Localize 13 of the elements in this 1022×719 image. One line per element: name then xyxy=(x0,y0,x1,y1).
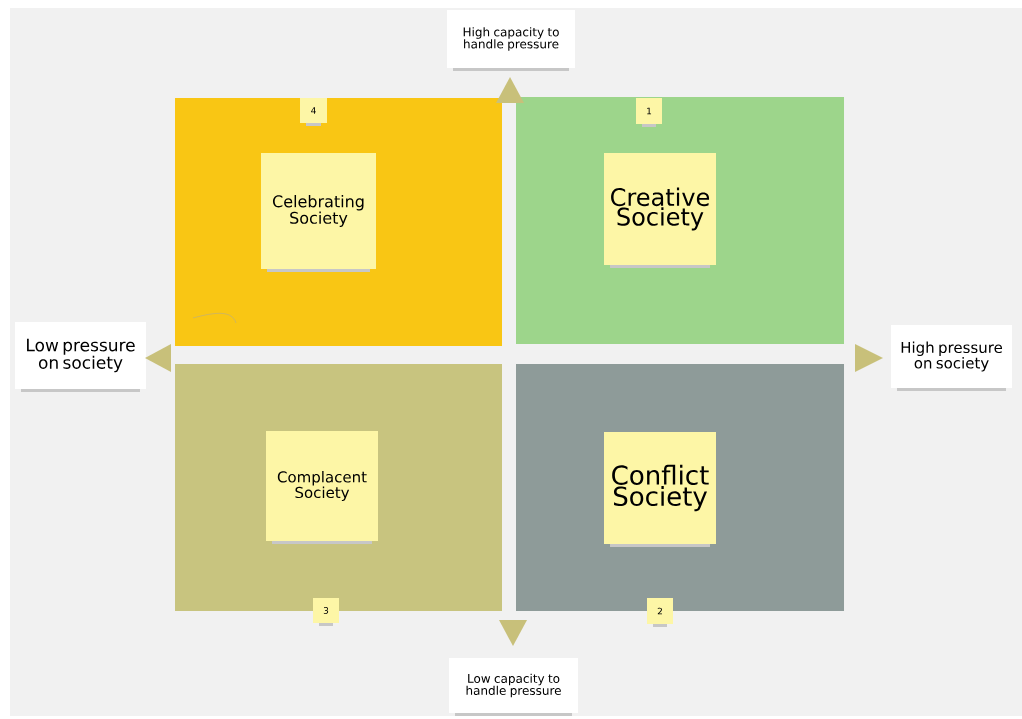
sticky-note: Creative Society xyxy=(604,153,716,268)
number-note: 2 xyxy=(647,598,673,627)
sticky-note: Celebrating Society xyxy=(261,153,376,272)
number-note: 3 xyxy=(313,598,339,626)
node-label: High capacity to handle pressure xyxy=(463,27,559,51)
axis-label-card: High capacity to handle pressure xyxy=(447,10,575,71)
number-note: 4 xyxy=(300,98,327,126)
sticky-note: Conflict Society xyxy=(604,432,716,547)
axis-label-card: High pressure on society xyxy=(891,325,1012,391)
number-note: 1 xyxy=(636,98,662,127)
sticky-note: Complacent Society xyxy=(266,431,378,544)
axis-label-card: Low capacity to handle pressure xyxy=(449,658,578,716)
axis-label-card: Low pressure on society xyxy=(15,322,146,392)
